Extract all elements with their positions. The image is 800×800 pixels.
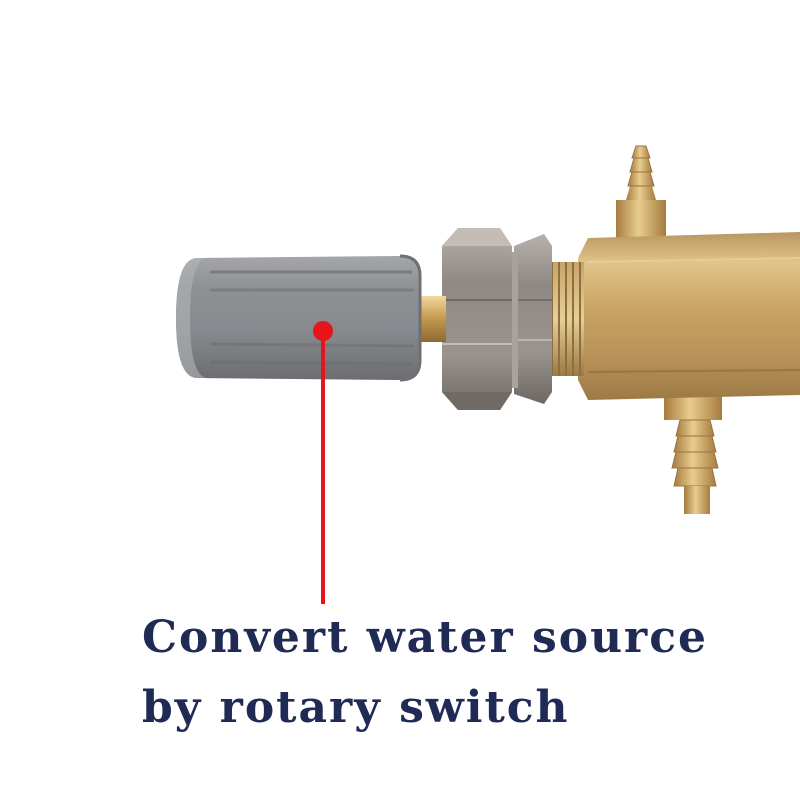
- thread-section: [548, 262, 584, 376]
- top-barb-fitting: [616, 145, 666, 238]
- lock-nut: [508, 234, 552, 404]
- hex-nut: [442, 228, 512, 410]
- caption-line-1: Convert water source: [142, 612, 709, 663]
- red-pointer: [313, 321, 333, 604]
- caption-line-2: by rotary switch: [142, 682, 570, 733]
- brass-body: [578, 232, 800, 400]
- rotary-knob: [176, 254, 422, 382]
- bottom-barb-fitting: [664, 390, 722, 514]
- pointer-dot: [313, 321, 333, 341]
